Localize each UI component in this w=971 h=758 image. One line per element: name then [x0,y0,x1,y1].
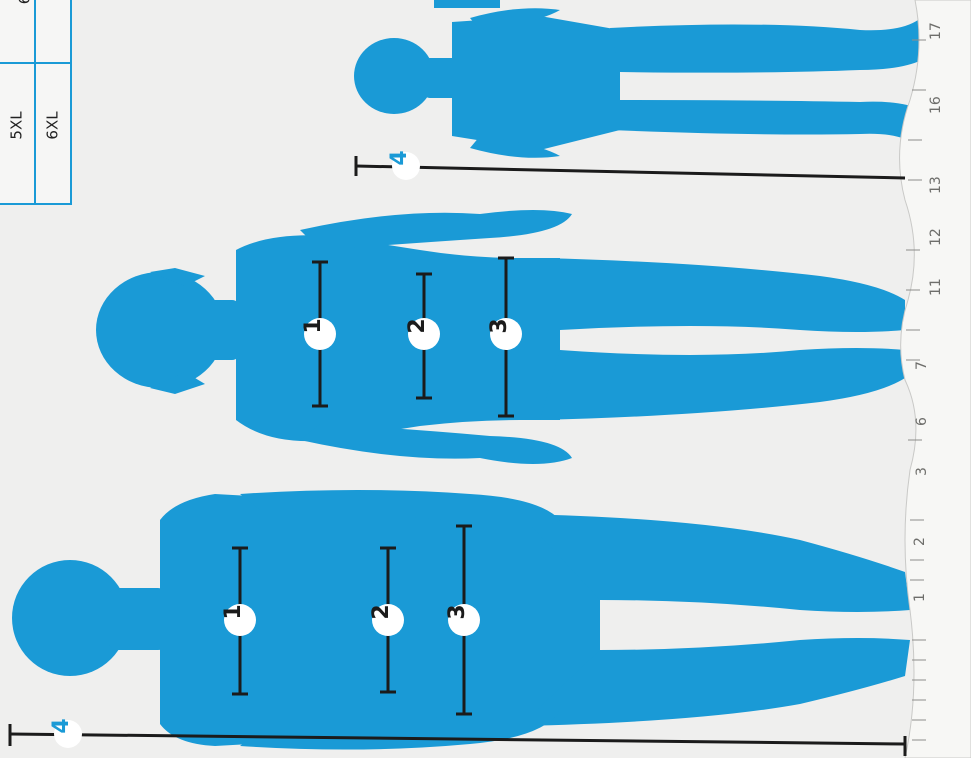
child-height-line [356,156,905,178]
badge-number: 4 [49,718,74,733]
tape-number: 7 [914,361,930,370]
badge-number: 1 [301,318,326,333]
badge-number: 4 [387,150,412,165]
badge-number: 2 [405,318,430,333]
child-silhouette [354,8,922,158]
tape-number: 2 [912,537,928,546]
tape-number: 11 [928,278,944,296]
badge-height-male: 4 [49,718,82,748]
tape-number: 1 [912,593,928,602]
measuring-tape: 1 2 3 6 7 11 12 13 16 17 [900,0,971,758]
badge-number: 2 [369,604,394,619]
tape-number: 16 [928,96,944,114]
badge-number: 3 [445,604,470,619]
tape-number: 6 [914,417,930,426]
badge-height-child: 4 [387,150,420,180]
tape-number: 12 [928,228,944,246]
tape-number: 17 [928,22,944,40]
tape-number: 13 [928,176,944,194]
badge-number: 3 [487,318,512,333]
tape-number: 3 [914,467,930,476]
badge-number: 1 [221,604,246,619]
